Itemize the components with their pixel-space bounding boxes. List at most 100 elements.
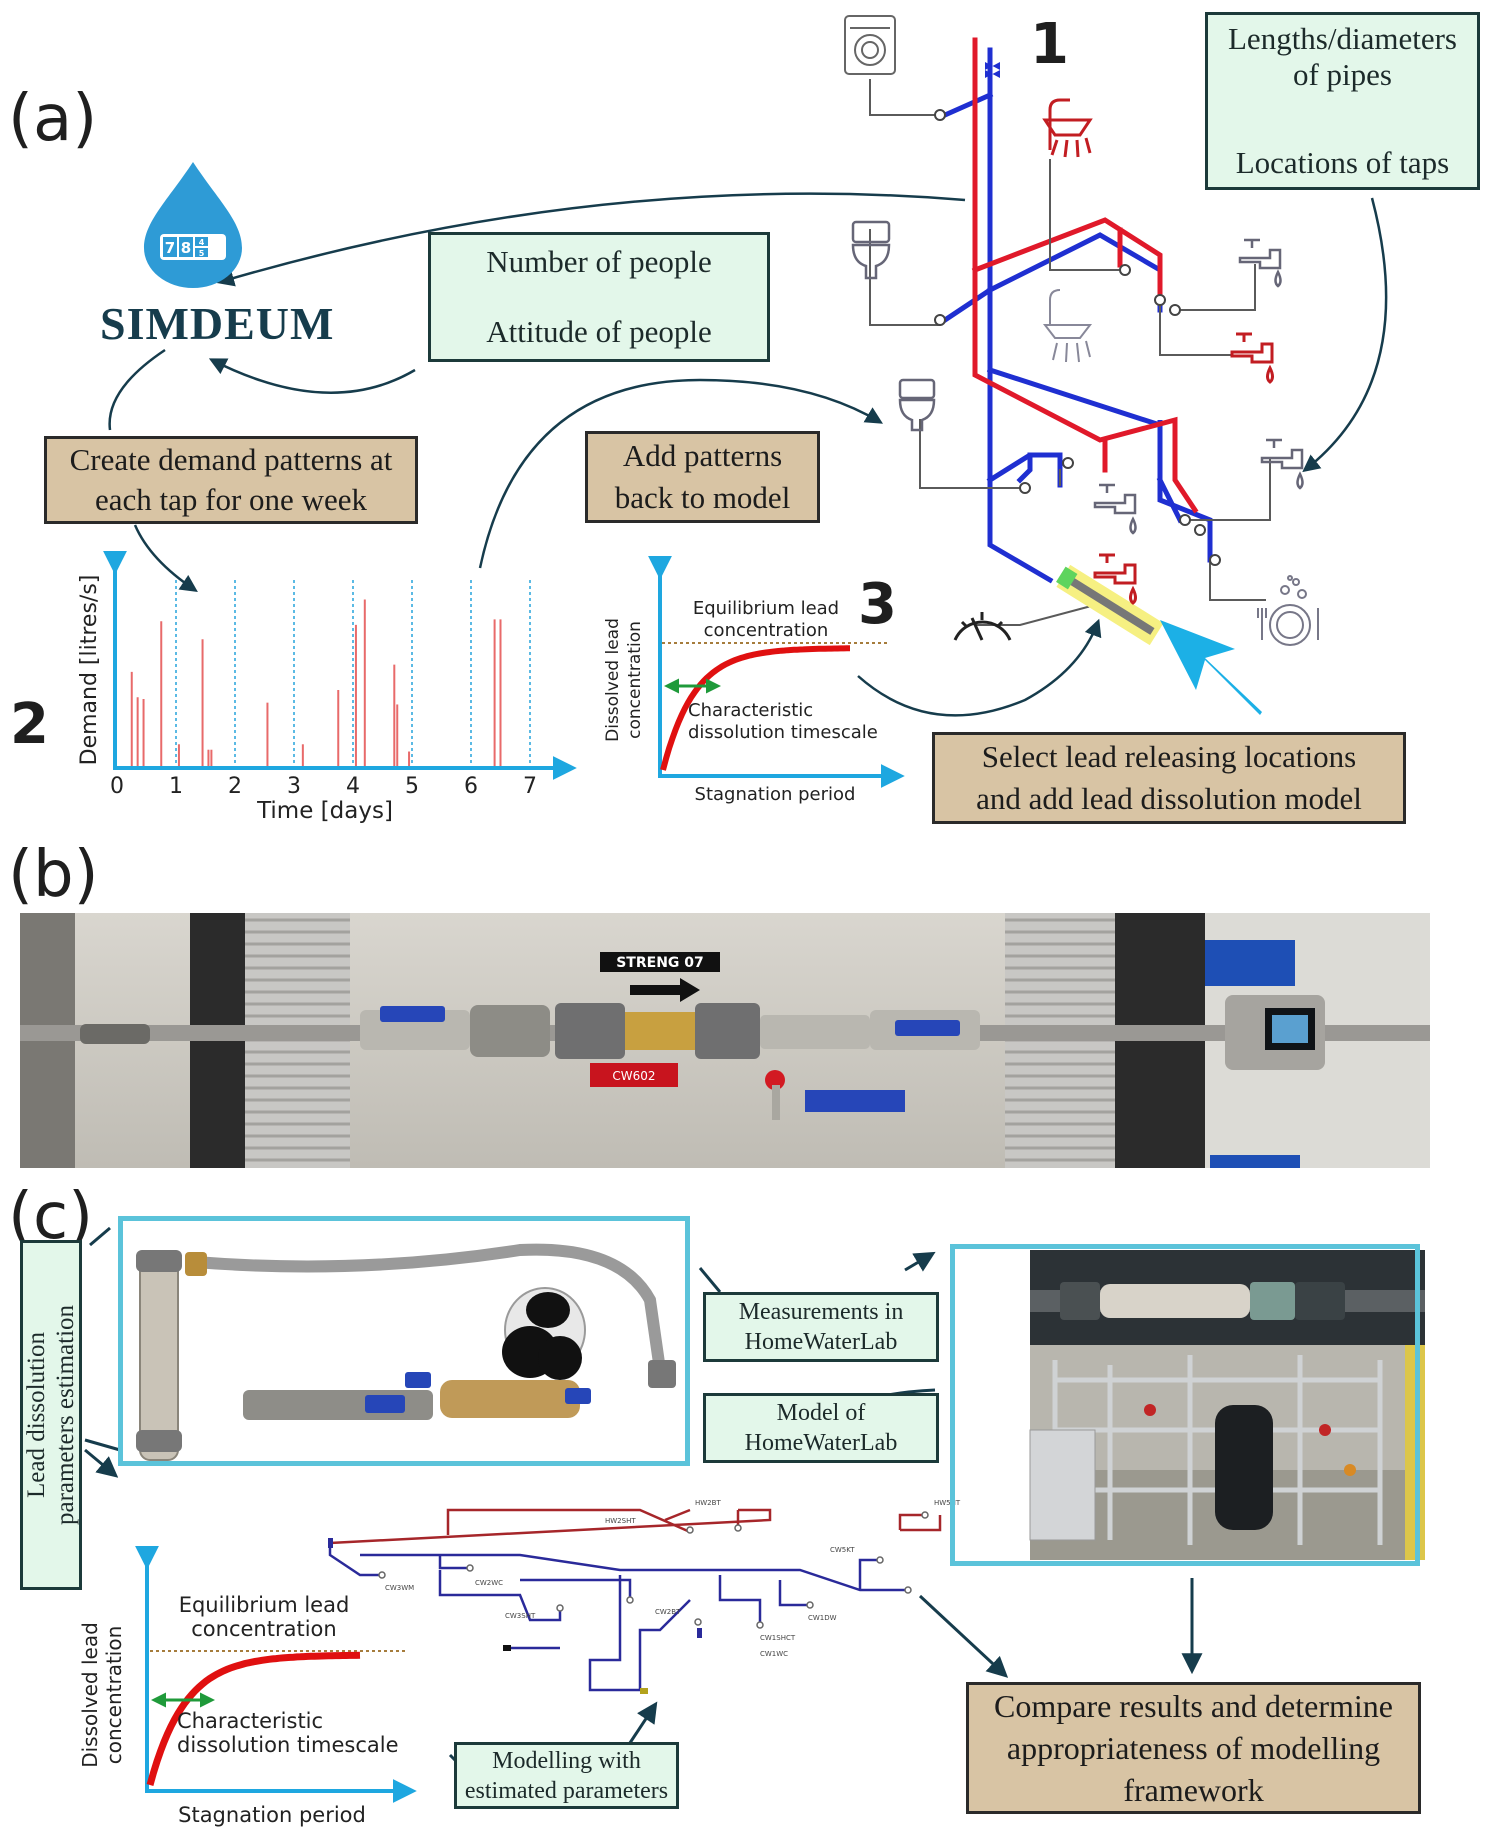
streng-label: STRENG 07: [616, 955, 704, 971]
demand-tick-label: 2: [228, 774, 242, 799]
shower-icon: [1042, 289, 1093, 363]
flow-arrows-a: [108, 192, 1388, 717]
compare-line-2: appropriateness of modelling: [1006, 1730, 1381, 1766]
network-node-label: CW1DW: [808, 1614, 837, 1622]
demand-y-label: Demand [litres/s]: [77, 575, 102, 766]
homewaterlab-photo: [1029, 1250, 1425, 1560]
compare-box: Compare results and determine appropriat…: [966, 1682, 1421, 1814]
network-node-label: HW2SHT: [605, 1517, 636, 1525]
simdeum-title: SIMDEUM: [100, 298, 335, 349]
hot-water-pipes: [971, 37, 1199, 514]
lead-params-line-2: parameters estimation: [52, 1304, 79, 1526]
model-line-1: Model of: [776, 1400, 866, 1426]
lead-c-equilibrium-label-1: Equilibrium lead: [179, 1593, 350, 1617]
network-node-label: CW5KT: [830, 1546, 855, 1554]
main-valve-icon: [985, 62, 1000, 78]
test-rig-photo: CW602 STRENG 07: [20, 913, 1430, 1168]
lead-a-y-label-1: Dissolved lead: [603, 618, 623, 742]
meas-line-1: Measurements in: [738, 1299, 904, 1325]
network-node-label: CW2WC: [475, 1579, 503, 1587]
lead-a-timescale-label-2: dissolution timescale: [688, 722, 878, 743]
demand-bars: [130, 599, 502, 766]
washing-machine-icon: [844, 15, 896, 75]
demand-tick-label: 6: [464, 774, 478, 799]
demand-tick-label: 4: [346, 774, 360, 799]
demand-tick-label: 3: [287, 774, 301, 799]
demand-tick-label: 5: [405, 774, 419, 799]
network-node-label: CW3SHT: [505, 1612, 536, 1620]
lead-c-timescale-label-2: dissolution timescale: [177, 1733, 399, 1757]
model-line-2: HomeWaterLab: [744, 1430, 898, 1456]
demand-line-1: Create demand patterns at: [69, 442, 393, 477]
select-lead-box: Select lead releasing locations and add …: [932, 732, 1406, 824]
measurements-box: Measurements in HomeWaterLab: [703, 1292, 939, 1362]
meas-line-2: HomeWaterLab: [744, 1329, 898, 1355]
network-node-label: CW1WC: [760, 1650, 788, 1658]
step-number-3: 3: [858, 572, 897, 637]
step-number-2: 2: [10, 692, 49, 757]
network-node-label: CW3WM: [385, 1584, 414, 1592]
lead-a-equilibrium-label-1: Equilibrium lead: [693, 598, 839, 619]
homewaterlab-photo-frame: [950, 1244, 1420, 1566]
demand-x-label: Time [days]: [256, 798, 393, 824]
demand-line-2: each tap for one week: [95, 482, 367, 517]
add-patterns-box: Add patterns back to model: [585, 431, 820, 523]
hot-network: [329, 1508, 942, 1545]
network-node-label: HW2BT: [695, 1499, 721, 1507]
dishwasher-icon: [1257, 575, 1319, 646]
tap-junctions: [934, 109, 1221, 566]
tap-icon: [1093, 553, 1137, 605]
tap-icon: [1260, 438, 1304, 490]
lead-c-x-label: Stagnation period: [178, 1803, 366, 1827]
fittings-photo-frame: [118, 1216, 690, 1466]
network-node-label: HW5HT: [934, 1499, 961, 1507]
model-box: Model of HomeWaterLab: [703, 1393, 939, 1463]
logo-digit-1: 7: [165, 239, 175, 257]
logo-digit-2: 8: [181, 239, 191, 257]
modelling-line-1: Modelling with: [492, 1747, 641, 1774]
lead-params-box: Lead dissolution parameters estimation: [20, 1240, 82, 1590]
demand-tick-label: 1: [169, 774, 183, 799]
select-line-2: and add lead dissolution model: [976, 781, 1362, 816]
simdeum-logo: 7 8 4 5: [138, 160, 248, 290]
tap-icon: [1093, 483, 1137, 535]
plumbing-schematic: [869, 37, 1271, 715]
compare-line-3: framework: [1123, 1772, 1264, 1808]
tap-icon: [1238, 238, 1282, 288]
demand-tick-label: 0: [110, 774, 124, 799]
lead-location-arrow: [1160, 620, 1262, 715]
add-line-2: back to model: [614, 480, 791, 515]
pipes-line-1: Lengths/diameters: [1228, 21, 1457, 56]
lead-a-timescale-label-1: Characteristic: [688, 700, 813, 721]
modelling-box: Modelling with estimated parameters: [454, 1742, 679, 1809]
network-node-label: CW1SHCT: [760, 1634, 796, 1642]
flow-direction-arrow: [630, 978, 700, 1002]
lead-chart-c: Equilibrium lead concentration Character…: [78, 1545, 417, 1827]
select-line-1: Select lead releasing locations: [981, 739, 1357, 774]
modelling-line-2: estimated parameters: [464, 1777, 669, 1804]
add-line-1: Add patterns: [622, 438, 783, 473]
water-drop-meter-icon: 7 8 4 5: [144, 162, 242, 288]
logo-digit-4: 5: [199, 249, 205, 258]
demand-patterns-box: Create demand patterns at each tap for o…: [44, 436, 418, 524]
network-node-label: CW2BT: [655, 1608, 681, 1616]
network-schematic: [328, 1508, 942, 1694]
lead-a-y-label-2: concentration: [625, 621, 645, 739]
compare-line-1: Compare results and determine: [994, 1688, 1393, 1724]
people-attitude-line: Attitude of people: [486, 314, 712, 349]
pipe-fittings-photo: [136, 1243, 676, 1461]
lead-chart-a: Equilibrium lead concentration Character…: [603, 555, 905, 805]
network-nodes: [378, 1511, 929, 1629]
network-labels: HW2BT HW2SHT HW5HT CW3WM CW2WC CW5KT CW3SHT CW2…: [385, 1499, 961, 1658]
hose-ribs: [245, 918, 1115, 1162]
shower-icon: [1042, 98, 1093, 158]
lead-pipe-highlight: [1056, 564, 1164, 646]
lead-a-x-label: Stagnation period: [695, 784, 856, 805]
panel-label-b: (b): [8, 838, 99, 912]
pressure-gauge-icon: [953, 612, 1012, 641]
step-number-1: 1: [1030, 12, 1069, 77]
people-number-line: Number of people: [486, 244, 712, 279]
taps-line: Locations of taps: [1235, 145, 1450, 180]
